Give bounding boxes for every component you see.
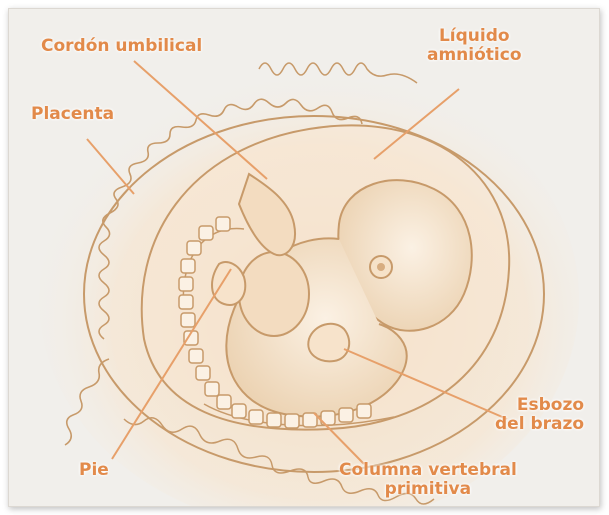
label-amniotic-fluid: Líquido amniótico — [427, 27, 522, 65]
label-spine-line1: Columna vertebral — [339, 461, 517, 480]
label-amniotic-fluid-line2: amniótico — [427, 46, 522, 65]
label-umbilical-cord: Cordón umbilical — [41, 37, 202, 56]
label-arm-bud-line1: Esbozo — [495, 396, 584, 415]
label-spine-line2: primitiva — [339, 480, 517, 499]
label-placenta: Placenta — [31, 105, 114, 124]
label-foot: Pie — [79, 461, 109, 480]
label-amniotic-fluid-line1: Líquido — [427, 27, 522, 46]
illustration-frame: Cordón umbilical Líquido amniótico Place… — [8, 8, 600, 507]
label-arm-bud: Esbozo del brazo — [495, 396, 584, 434]
label-spine: Columna vertebral primitiva — [339, 461, 517, 499]
label-arm-bud-line2: del brazo — [495, 415, 584, 434]
